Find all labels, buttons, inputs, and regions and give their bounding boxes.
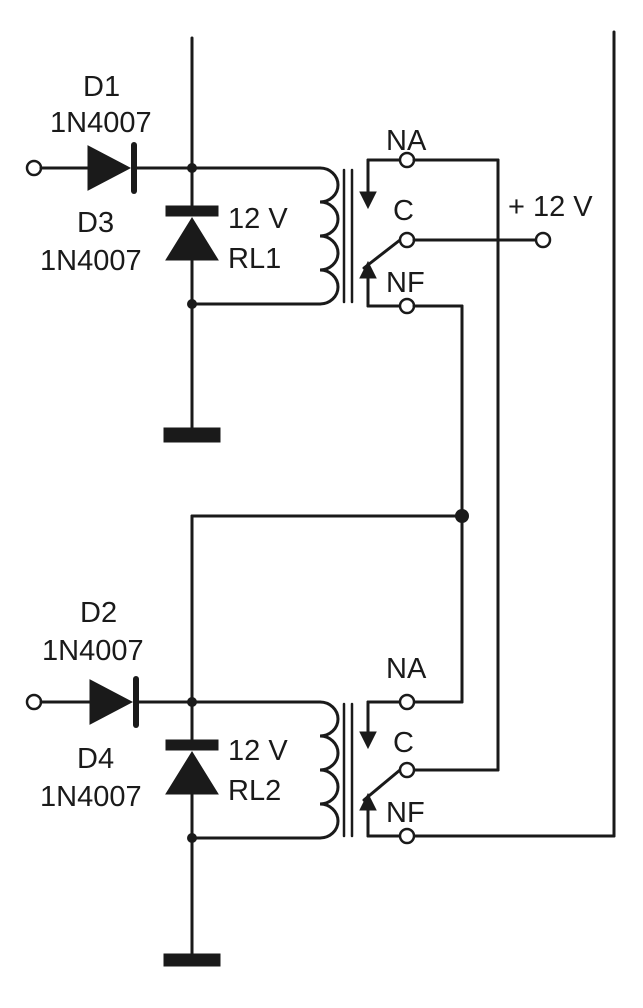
- label-rl2-voltage: 12 V: [228, 735, 288, 767]
- label-rl1-voltage: 12 V: [228, 203, 288, 235]
- interconnect-wires: [190, 30, 616, 838]
- label-d4-part: 1N4007: [40, 781, 142, 813]
- relay-1-section: [25, 36, 552, 443]
- diode-d2: [89, 679, 134, 725]
- diode-d3: [165, 217, 219, 261]
- supply-terminal: [534, 231, 552, 249]
- rl1-c-terminal: [398, 231, 416, 249]
- label-rl1-nf: NF: [386, 267, 425, 299]
- coil-rl1: [319, 166, 340, 306]
- label-d4-name: D4: [77, 743, 114, 775]
- label-d3-part: 1N4007: [40, 245, 142, 277]
- ground-symbol-2: [163, 953, 221, 967]
- label-rl2-na: NA: [386, 653, 427, 685]
- label-d1-name: D1: [83, 71, 120, 103]
- diode-d4: [165, 751, 219, 795]
- rl2-switch-arm: [362, 768, 402, 802]
- diode-d1: [87, 145, 132, 191]
- label-d3-name: D3: [77, 207, 114, 239]
- label-rl1-name: RL1: [228, 243, 281, 275]
- rl2-nf-terminal: [398, 827, 416, 845]
- input-terminal-2: [25, 693, 43, 711]
- relay-2-section: [25, 514, 416, 967]
- diode-d4-bar: [165, 739, 219, 751]
- rl2-c-terminal: [398, 761, 416, 779]
- rl2-na-terminal: [398, 693, 416, 711]
- label-rl2-c: C: [393, 727, 414, 759]
- diode-d3-bar: [165, 205, 219, 217]
- rl1-switch-arm: [362, 238, 402, 270]
- label-d2-part: 1N4007: [42, 635, 144, 667]
- label-d1-part: 1N4007: [50, 107, 152, 139]
- label-rl1-c: C: [393, 195, 414, 227]
- label-rl1-na: NA: [386, 125, 427, 157]
- coil-rl2: [319, 700, 340, 840]
- input-terminal-1: [25, 159, 43, 177]
- label-supply: + 12 V: [508, 191, 593, 223]
- rl1-nf-terminal: [398, 297, 416, 315]
- label-d2-name: D2: [80, 597, 117, 629]
- ground-symbol-1: [163, 427, 221, 443]
- label-rl2-nf: NF: [386, 797, 425, 829]
- label-rl2-name: RL2: [228, 775, 281, 807]
